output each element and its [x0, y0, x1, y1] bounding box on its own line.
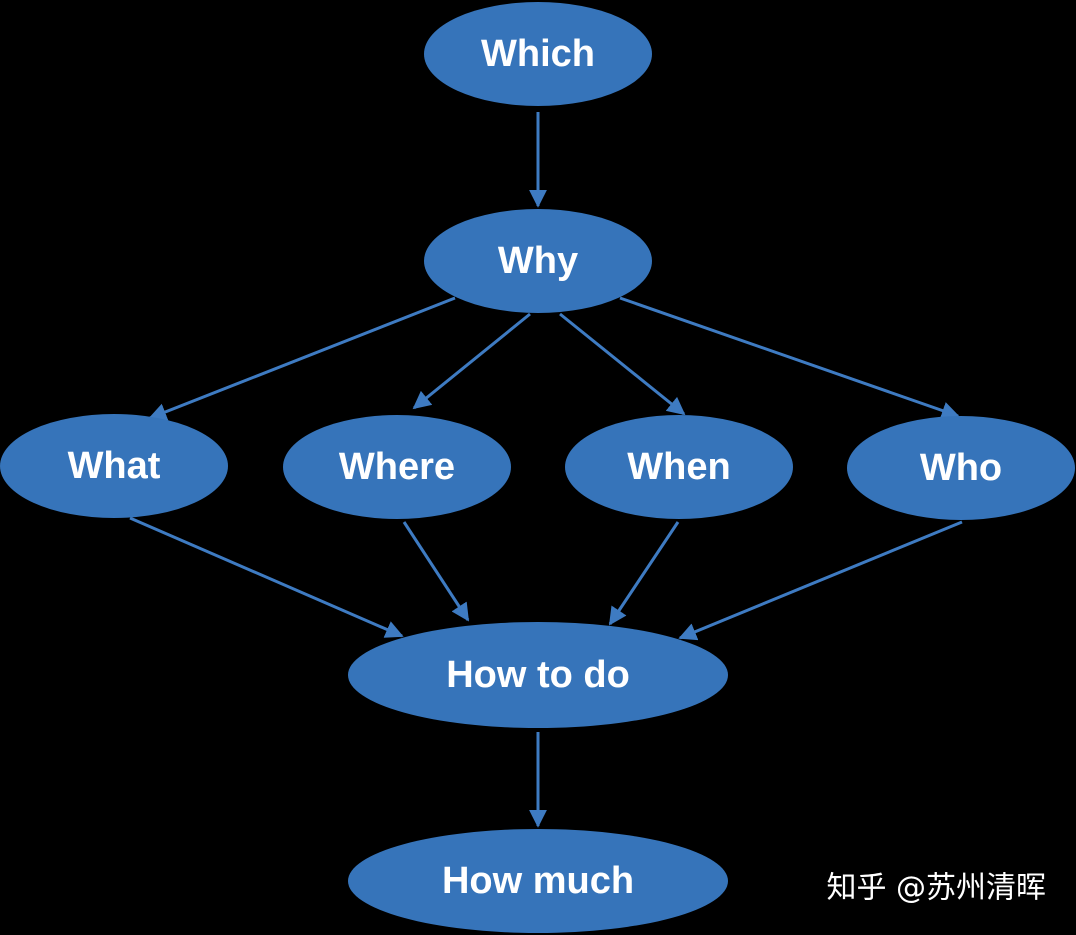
node-how-much: How much — [348, 829, 728, 933]
node-how-to-do-shape — [348, 622, 728, 728]
node-what-shape — [0, 414, 228, 518]
node-who-shape — [847, 416, 1075, 520]
node-where-label: Where — [339, 446, 455, 488]
node-which: Which — [424, 2, 652, 106]
node-how-much-shape — [348, 829, 728, 933]
edges — [129, 112, 963, 828]
node-which-label: Which — [481, 33, 595, 75]
node-how-to-do: How to do — [348, 622, 728, 728]
edge-why-where — [412, 312, 531, 410]
node-who: Who — [847, 416, 1075, 520]
edge-why-what — [148, 296, 456, 421]
node-where: Where — [283, 415, 511, 519]
node-where-shape — [283, 415, 511, 519]
node-how-much-label: How much — [442, 860, 634, 902]
node-why-label: Why — [498, 240, 578, 282]
node-what-label: What — [68, 445, 161, 487]
node-why: Why — [424, 209, 652, 313]
edge-what-how-to-do — [129, 516, 404, 638]
node-when: When — [565, 415, 793, 519]
edge-when-how-to-do — [608, 521, 680, 626]
edge-where-how-to-do — [402, 521, 470, 622]
node-why-shape — [424, 209, 652, 313]
edge-why-who — [619, 296, 960, 420]
edge-why-when — [559, 312, 686, 416]
edge-who-how-to-do — [678, 520, 963, 641]
node-who-label: Who — [920, 447, 1002, 489]
node-when-shape — [565, 415, 793, 519]
node-which-shape — [424, 2, 652, 106]
node-how-to-do-label: How to do — [446, 654, 630, 696]
node-when-label: When — [627, 446, 730, 488]
node-what: What — [0, 414, 228, 518]
watermark-text: 知乎 @苏州清晖 — [826, 871, 1046, 906]
